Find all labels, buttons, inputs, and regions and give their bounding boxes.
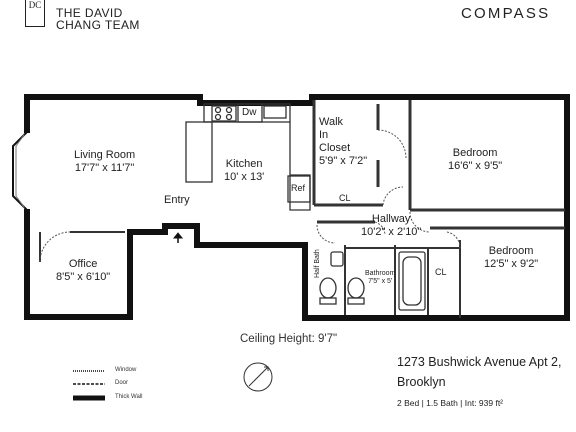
outer-wall: [194, 223, 308, 248]
ceiling-height: Ceiling Height: 9'7": [240, 333, 338, 345]
legend-door-label: Door: [115, 380, 129, 386]
room-name: Bedroom: [488, 245, 534, 257]
room-size: 10' x 13': [224, 171, 265, 183]
room-size: 17'7" x 11'7": [74, 162, 135, 174]
outer-wall: [197, 94, 570, 106]
room-name: Hallway: [371, 213, 411, 225]
room-bedroom-2: Bedroom 12'5" x 9'2": [484, 245, 538, 271]
legend-swatches: [73, 370, 105, 401]
room-entry: Entry: [164, 194, 190, 207]
closet-label: CL: [339, 193, 351, 203]
compass-rose-icon: [243, 362, 273, 392]
legend-wall-label: Thick Wall: [115, 394, 143, 400]
closet-label: CL: [435, 267, 447, 277]
stove: [211, 105, 237, 122]
kitchen-island: [185, 121, 213, 183]
team-name-line2: CHANG TEAM: [56, 18, 140, 32]
room-office: Office 8'5" x 6'10": [56, 258, 110, 284]
door-swing: [446, 231, 461, 249]
logo-letters: DC: [28, 0, 42, 10]
room-name: Bathroom: [365, 270, 396, 277]
broker-logo: COMPASS: [461, 5, 551, 22]
room-hallway: Hallway 10'2" x 2'10": [361, 213, 421, 239]
door-swing: [377, 129, 407, 159]
door-swing: [316, 224, 336, 244]
outer-wall: [302, 242, 570, 321]
address-line1: 1273 Bushwick Avenue Apt 2,: [397, 355, 562, 369]
refrigerator-label: Ref: [291, 183, 306, 193]
door-swing: [409, 211, 431, 233]
bathtub: [398, 251, 426, 311]
address-line2: Brooklyn: [397, 375, 446, 389]
team-name: THE DAVID CHANG TEAM: [56, 7, 140, 31]
room-living-room: Living Room 17'7" x 11'7": [74, 149, 135, 175]
room-bedroom-1: Bedroom 16'6" x 9'5": [448, 147, 502, 173]
listing-summary: 2 Bed | 1.5 Bath | Int: 939 ft²: [397, 398, 504, 408]
room-kitchen: Kitchen 10' x 13': [224, 158, 264, 184]
room-name: Entry: [164, 194, 190, 206]
halfbath-sink: [330, 251, 344, 267]
room-name: Bedroom: [452, 147, 498, 159]
room-name-line1: Walk: [319, 116, 344, 128]
room-name: Kitchen: [225, 158, 263, 170]
room-name: Living Room: [74, 149, 136, 161]
refrigerator: [287, 175, 311, 203]
dishwasher-box: [237, 103, 263, 123]
legend-window-label: Window: [115, 367, 137, 373]
door-swing: [382, 186, 404, 206]
toilet-bathroom: [347, 277, 365, 299]
room-name: Office: [68, 258, 98, 270]
room-size: 5'9" x 7'2": [319, 155, 368, 167]
room-bathroom: Bathroom 7'5" x 5': [365, 270, 395, 286]
bathtub-inner: [402, 256, 422, 306]
room-name: Half Bath: [314, 249, 321, 278]
entry-arrow-icon: [172, 232, 184, 243]
toilet-halfbath: [319, 277, 337, 299]
door-swing: [39, 231, 71, 263]
room-size: 12'5" x 9'2": [484, 258, 539, 270]
room-size: 7'5" x 5': [368, 278, 393, 285]
room-name-line3: Closet: [319, 142, 351, 154]
outer-wall: [24, 223, 200, 320]
room-walk-in-closet: Walk In Closet 5'9" x 7'2": [319, 116, 367, 168]
room-name-line2: In: [319, 129, 329, 141]
kitchen-counter-side: [289, 122, 311, 211]
room-size: 8'5" x 6'10": [56, 271, 111, 283]
dishwasher-label: Dw: [242, 107, 257, 118]
team-name-line1: THE DAVID: [56, 6, 123, 20]
bay-window: [12, 130, 29, 212]
room-half-bath: Half Bath: [311, 249, 324, 278]
kitchen-sink: [263, 105, 287, 119]
room-size: 10'2" x 2'10": [361, 226, 422, 238]
team-logo: DC: [25, 0, 45, 27]
room-size: 16'6" x 9'5": [448, 160, 503, 172]
door-swing: [374, 221, 386, 236]
listing-address: 1273 Bushwick Avenue Apt 2, Brooklyn: [397, 352, 561, 392]
bay-window-inner: [15, 134, 25, 208]
